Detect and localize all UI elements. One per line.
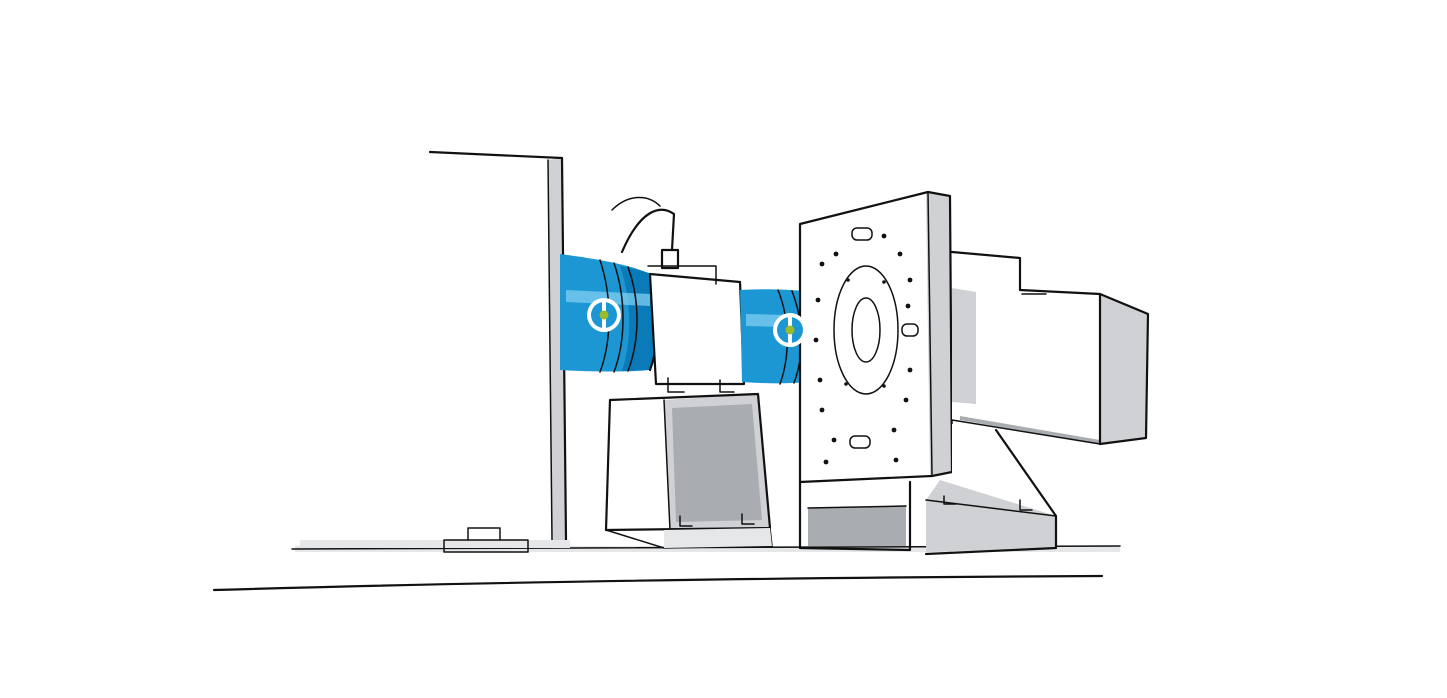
- center-gearbox: [611, 196, 746, 393]
- hotspot-marker-icon: [599, 310, 609, 320]
- center-pedestal: [604, 392, 773, 549]
- ground-lines: [212, 545, 1121, 592]
- mounting-plate: [798, 190, 954, 552]
- left-housing-block: [300, 150, 570, 553]
- coupling-hotspot-left[interactable]: [587, 298, 621, 332]
- hotspot-marker-icon: [785, 325, 795, 335]
- coupling-hotspot-right[interactable]: [773, 313, 807, 347]
- right-motor: [924, 250, 1150, 556]
